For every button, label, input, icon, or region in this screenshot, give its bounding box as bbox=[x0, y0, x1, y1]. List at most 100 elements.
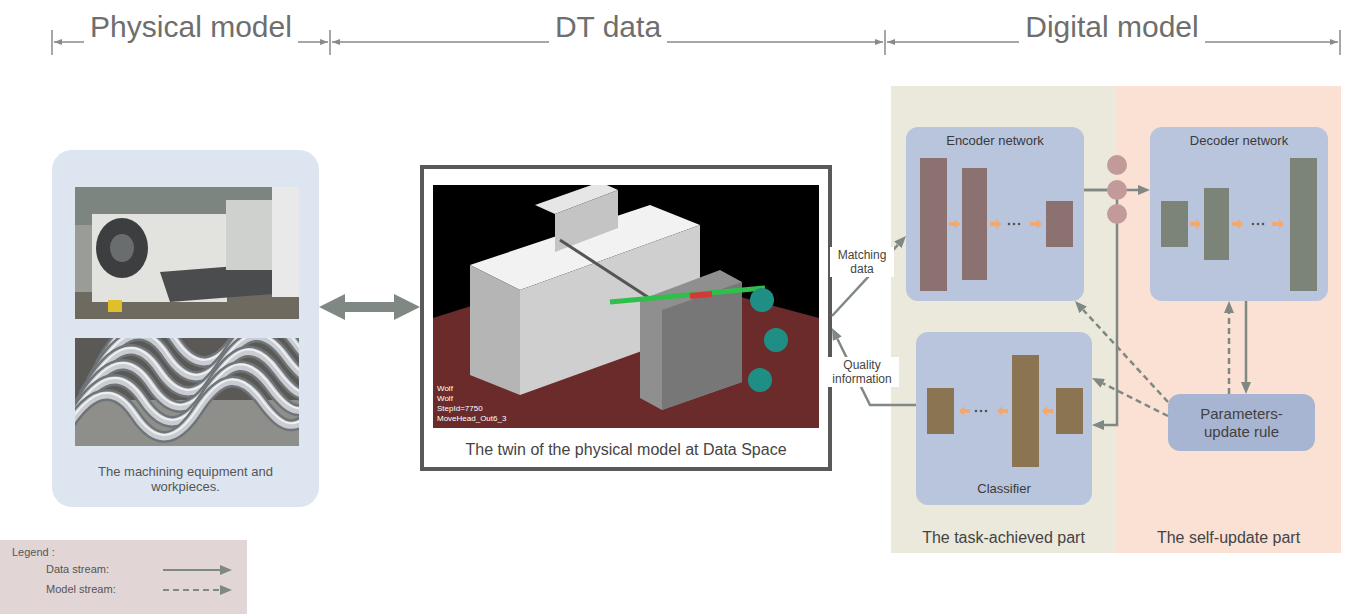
ellipsis-dots bbox=[985, 410, 988, 413]
twin-render bbox=[748, 368, 772, 392]
machine-photo bbox=[75, 187, 299, 319]
layer-arrow bbox=[1232, 219, 1243, 229]
network-layer-bar bbox=[1056, 388, 1083, 434]
twin-render bbox=[433, 262, 819, 428]
data-stream-arrow bbox=[1245, 301, 1248, 382]
layer-arrow bbox=[959, 406, 970, 416]
ellipsis-dots bbox=[1252, 223, 1255, 226]
network-layer-bar bbox=[920, 158, 1317, 467]
data-stream-arrow bbox=[1084, 190, 1117, 425]
machine-photo bbox=[272, 187, 299, 297]
node-text: Encoder network bbox=[946, 133, 1044, 149]
machine-photo bbox=[110, 234, 134, 262]
network-layer-bar bbox=[962, 168, 987, 280]
ellipsis-dots bbox=[1008, 223, 1011, 226]
decoder-box: Decoder network bbox=[1150, 127, 1328, 301]
twin-render bbox=[690, 294, 712, 296]
twin-frame: The twin of the physical model at Data S… bbox=[420, 165, 832, 471]
ellipsis-dots bbox=[975, 410, 978, 413]
ellipsis-dots bbox=[1262, 223, 1265, 226]
machine-photo bbox=[108, 300, 122, 312]
twin-render bbox=[470, 205, 700, 290]
data-stream-arrow bbox=[1084, 189, 1138, 192]
workpiece-photo bbox=[84, 338, 299, 395]
network-layer-bar bbox=[1046, 201, 1073, 247]
layer-arrow bbox=[1272, 219, 1284, 229]
ellipsis-dots bbox=[1013, 223, 1016, 226]
twin-render bbox=[610, 288, 765, 302]
twin-render bbox=[433, 185, 819, 428]
legend-title: Legend : bbox=[12, 546, 55, 559]
section-bracket bbox=[887, 41, 1338, 43]
render-overlay-text: MoveHead_Out6_3 bbox=[437, 414, 506, 424]
twin-render bbox=[535, 185, 618, 214]
section-heading: Physical model bbox=[84, 9, 298, 45]
ellipsis-dots bbox=[975, 223, 1265, 413]
twin-render bbox=[470, 265, 520, 395]
network-layer-bar bbox=[1012, 355, 1039, 467]
node-text: Parameters-update rule bbox=[1182, 405, 1302, 441]
twin-render bbox=[640, 270, 742, 410]
section-heading: DT data bbox=[549, 9, 667, 45]
layer-arrow bbox=[1030, 219, 1042, 229]
update-region: The self-update part Decoder networkParam… bbox=[1116, 86, 1341, 553]
layer-arrow bbox=[990, 219, 1001, 229]
section-bracket bbox=[329, 30, 331, 55]
ellipsis-dots bbox=[980, 410, 983, 413]
edge-label: Matching data bbox=[830, 247, 894, 278]
network-layer-bar bbox=[927, 388, 954, 434]
workpiece-photo bbox=[75, 379, 299, 440]
legend-text: Data stream: bbox=[46, 563, 109, 576]
model-stream-arrow bbox=[1103, 383, 1168, 416]
workpiece-photo bbox=[75, 364, 299, 425]
machine-photo bbox=[92, 214, 227, 302]
render-overlay-text: StepId=7750 bbox=[437, 404, 483, 414]
machine-photo bbox=[226, 200, 284, 270]
twin-render bbox=[662, 282, 742, 410]
twin-render bbox=[764, 328, 788, 352]
network-layer-bar bbox=[1290, 158, 1317, 291]
latent-circle bbox=[1107, 155, 1127, 224]
node-text: Decoder network bbox=[1190, 133, 1288, 149]
network-layer-bar bbox=[1161, 201, 1188, 247]
machine-photo bbox=[96, 218, 148, 278]
update-rule-box: Parameters-update rule bbox=[1168, 394, 1315, 451]
twin-render bbox=[560, 240, 680, 318]
network-layer-bar bbox=[920, 158, 947, 291]
classifier-box: Classifier bbox=[916, 332, 1092, 505]
model-stream-arrow bbox=[1228, 313, 1231, 394]
machine-photo bbox=[75, 187, 299, 319]
section-bracket bbox=[1339, 30, 1341, 55]
data-stream-arrow bbox=[832, 245, 898, 316]
section-bracket bbox=[52, 30, 1340, 55]
machine-photo bbox=[160, 262, 299, 302]
workpiece-photo bbox=[75, 338, 299, 446]
section-bracket bbox=[332, 41, 883, 43]
layer-arrow bbox=[949, 219, 960, 229]
section-bracket bbox=[54, 41, 328, 43]
workpiece-photo bbox=[100, 338, 299, 365]
section-bracket bbox=[51, 30, 53, 55]
edge-label: Quality information bbox=[825, 357, 899, 388]
data-stream-arrow bbox=[345, 302, 394, 312]
node-text: The twin of the physical model at Data S… bbox=[465, 440, 786, 459]
data-stream-arrow bbox=[837, 339, 916, 405]
ellipsis-dots bbox=[1257, 223, 1260, 226]
section-heading: Digital model bbox=[1019, 9, 1204, 45]
render-overlay-text: Wolf bbox=[437, 384, 453, 394]
node-text: The task-achieved part bbox=[922, 528, 1085, 547]
network-layer-bar bbox=[1204, 188, 1229, 260]
legend-sample bbox=[163, 569, 220, 571]
machine-photo bbox=[75, 187, 299, 225]
render-overlay-text: Wolf bbox=[437, 394, 453, 404]
twin-render bbox=[555, 190, 618, 252]
legend-sample bbox=[163, 589, 220, 591]
node-text: The self-update part bbox=[1157, 528, 1300, 547]
layer-arrow bbox=[1042, 406, 1053, 416]
ellipsis-dots bbox=[1018, 223, 1021, 226]
machine-photo bbox=[75, 292, 299, 319]
encoder-box: Encoder network bbox=[906, 127, 1084, 301]
physical-panel: The machining equipment and workpieces. bbox=[52, 150, 319, 507]
